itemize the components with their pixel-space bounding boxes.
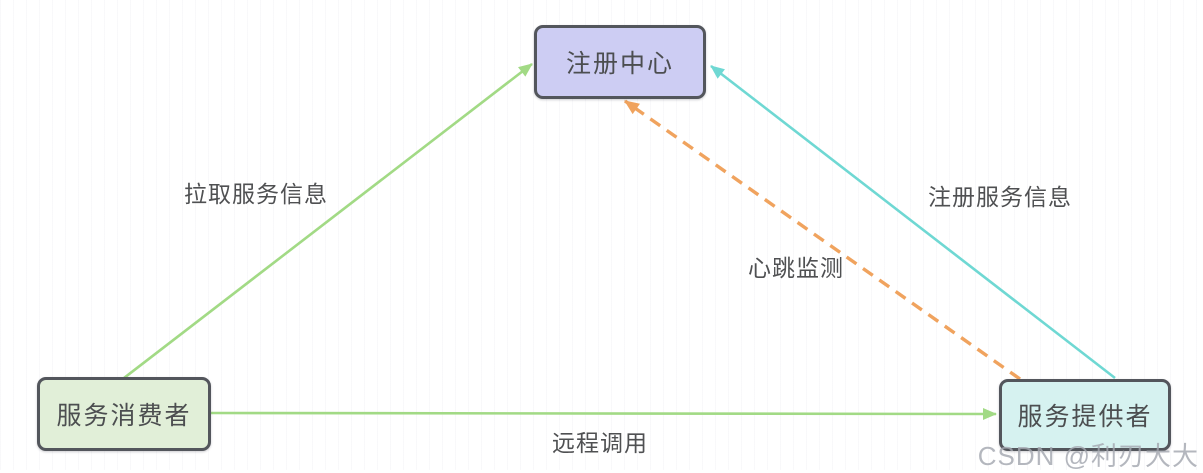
edge-heartbeat-monitor [624, 99, 1021, 381]
node-service-provider-label: 服务提供者 [1017, 403, 1153, 431]
edge-pull-service-info [123, 62, 533, 380]
edge-register-service-info [710, 64, 1116, 380]
node-service-consumer-label: 服务消费者 [56, 402, 192, 430]
edge-remote-call [210, 407, 997, 420]
node-registry-center: 注册中心 [534, 25, 706, 99]
node-service-consumer: 服务消费者 [37, 377, 211, 451]
node-service-provider: 服务提供者 [999, 379, 1171, 451]
node-registry-center-label: 注册中心 [565, 50, 674, 78]
edge-label-register-service-info: 注册服务信息 [928, 184, 1072, 210]
edge-label-heartbeat-monitor: 心跳监测 [748, 255, 844, 281]
watermark: CSDN @利刃大大 [977, 441, 1199, 471]
edge-label-pull-service-info: 拉取服务信息 [184, 181, 328, 207]
edge-label-remote-call: 远程调用 [552, 430, 648, 456]
